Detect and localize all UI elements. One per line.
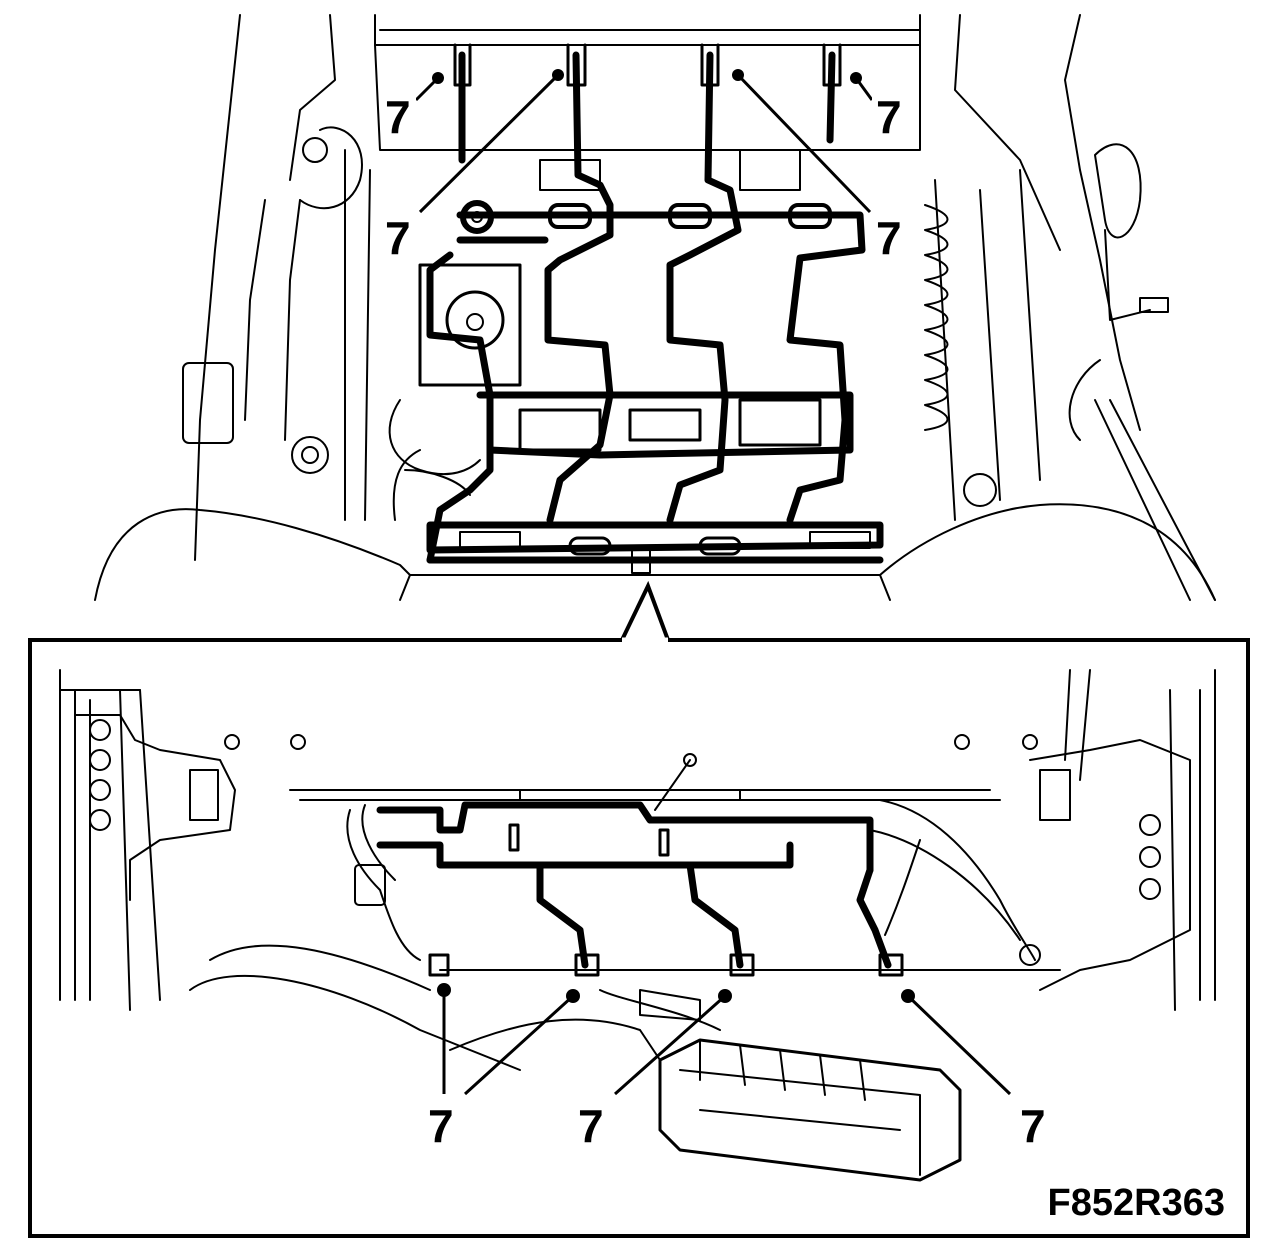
top-leaders — [414, 69, 874, 214]
figure-id: F852R363 — [1048, 1182, 1225, 1224]
connector-block — [418, 263, 522, 387]
top-callout-3: 7 — [385, 212, 411, 264]
seat-frame — [182, 14, 1141, 561]
wires-detail — [346, 753, 1061, 971]
detail-view — [59, 669, 1216, 1182]
top-callout-1: 7 — [385, 91, 411, 143]
top-clips — [453, 43, 842, 87]
seat-cushion — [94, 508, 891, 601]
callout-labels: 7 7 7 7 7 7 7 7 F852R363 — [382, 91, 1225, 1224]
bar-clips — [459, 203, 871, 574]
top-callout-4: 7 — [876, 212, 902, 264]
heater-element-detail — [376, 801, 904, 977]
detail-callout-2: 7 — [578, 1100, 604, 1152]
detail-callout-3: 7 — [1020, 1100, 1046, 1152]
heater-element-top — [426, 51, 884, 564]
detail-leaders — [437, 983, 1012, 1096]
top-callout-2: 7 — [876, 91, 902, 143]
bottom-connector — [449, 989, 962, 1182]
detail-frame — [28, 638, 1250, 1238]
left-rail — [59, 669, 521, 1071]
right-rail — [954, 669, 1216, 1011]
top-view — [94, 14, 1216, 641]
detail-callout-1: 7 — [428, 1100, 454, 1152]
spring-coil — [924, 204, 949, 431]
